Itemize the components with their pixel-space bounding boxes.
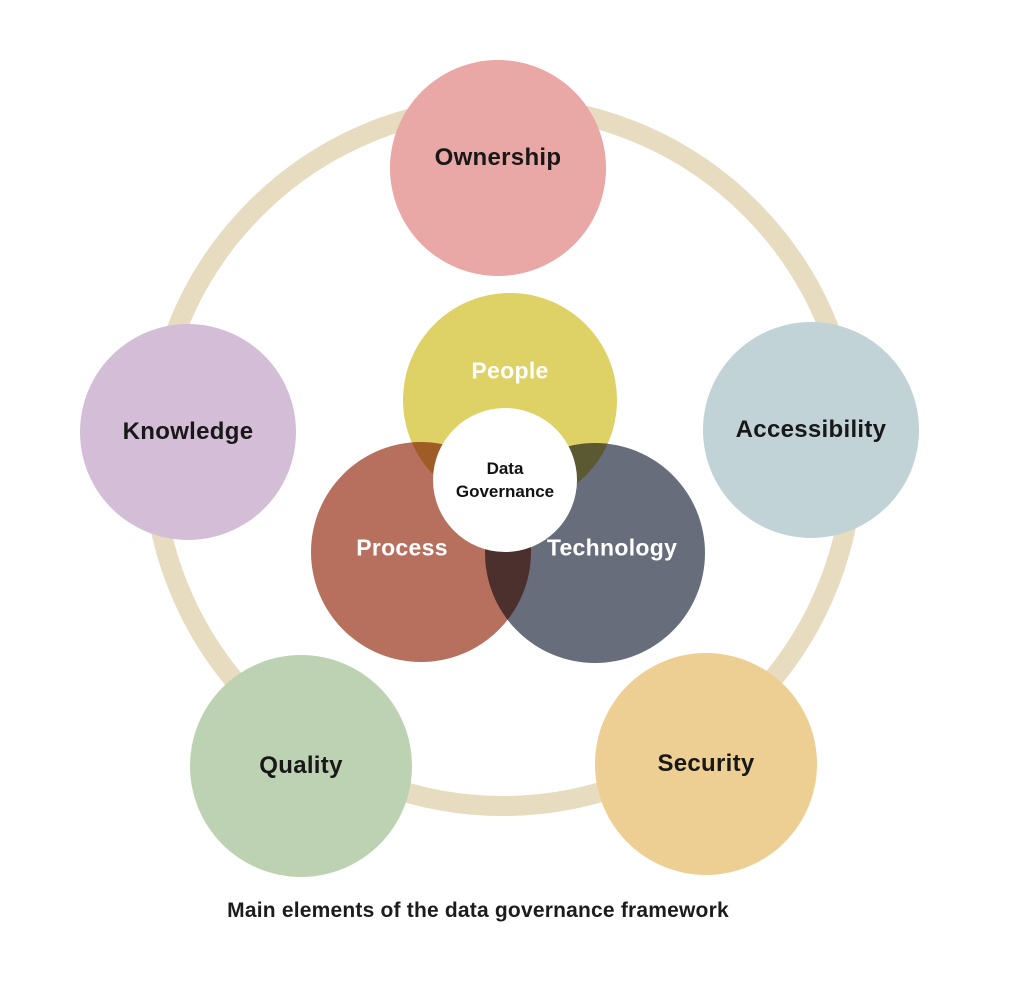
label-security: Security [657, 750, 755, 777]
diagram-caption: Main elements of the data governance fra… [227, 899, 729, 922]
label-process: Process [356, 534, 448, 561]
label-ownership: Ownership [434, 144, 562, 171]
label-technology: Technology [546, 534, 678, 561]
label-knowledge: Knowledge [122, 418, 254, 445]
center-label-line2: Governance [455, 482, 555, 501]
label-quality: Quality [259, 752, 343, 779]
circle-accessibility: Accessibility [703, 322, 919, 538]
circle-security: Security [595, 653, 817, 875]
circle-quality: Quality [190, 655, 412, 877]
center-hub-circle: Data Governance [433, 408, 577, 552]
center-label-line1: Data [486, 458, 524, 478]
circle-knowledge: Knowledge [80, 324, 296, 540]
circle-ownership: Ownership [390, 60, 606, 276]
label-people: People [471, 357, 549, 384]
label-accessibility: Accessibility [735, 416, 887, 443]
